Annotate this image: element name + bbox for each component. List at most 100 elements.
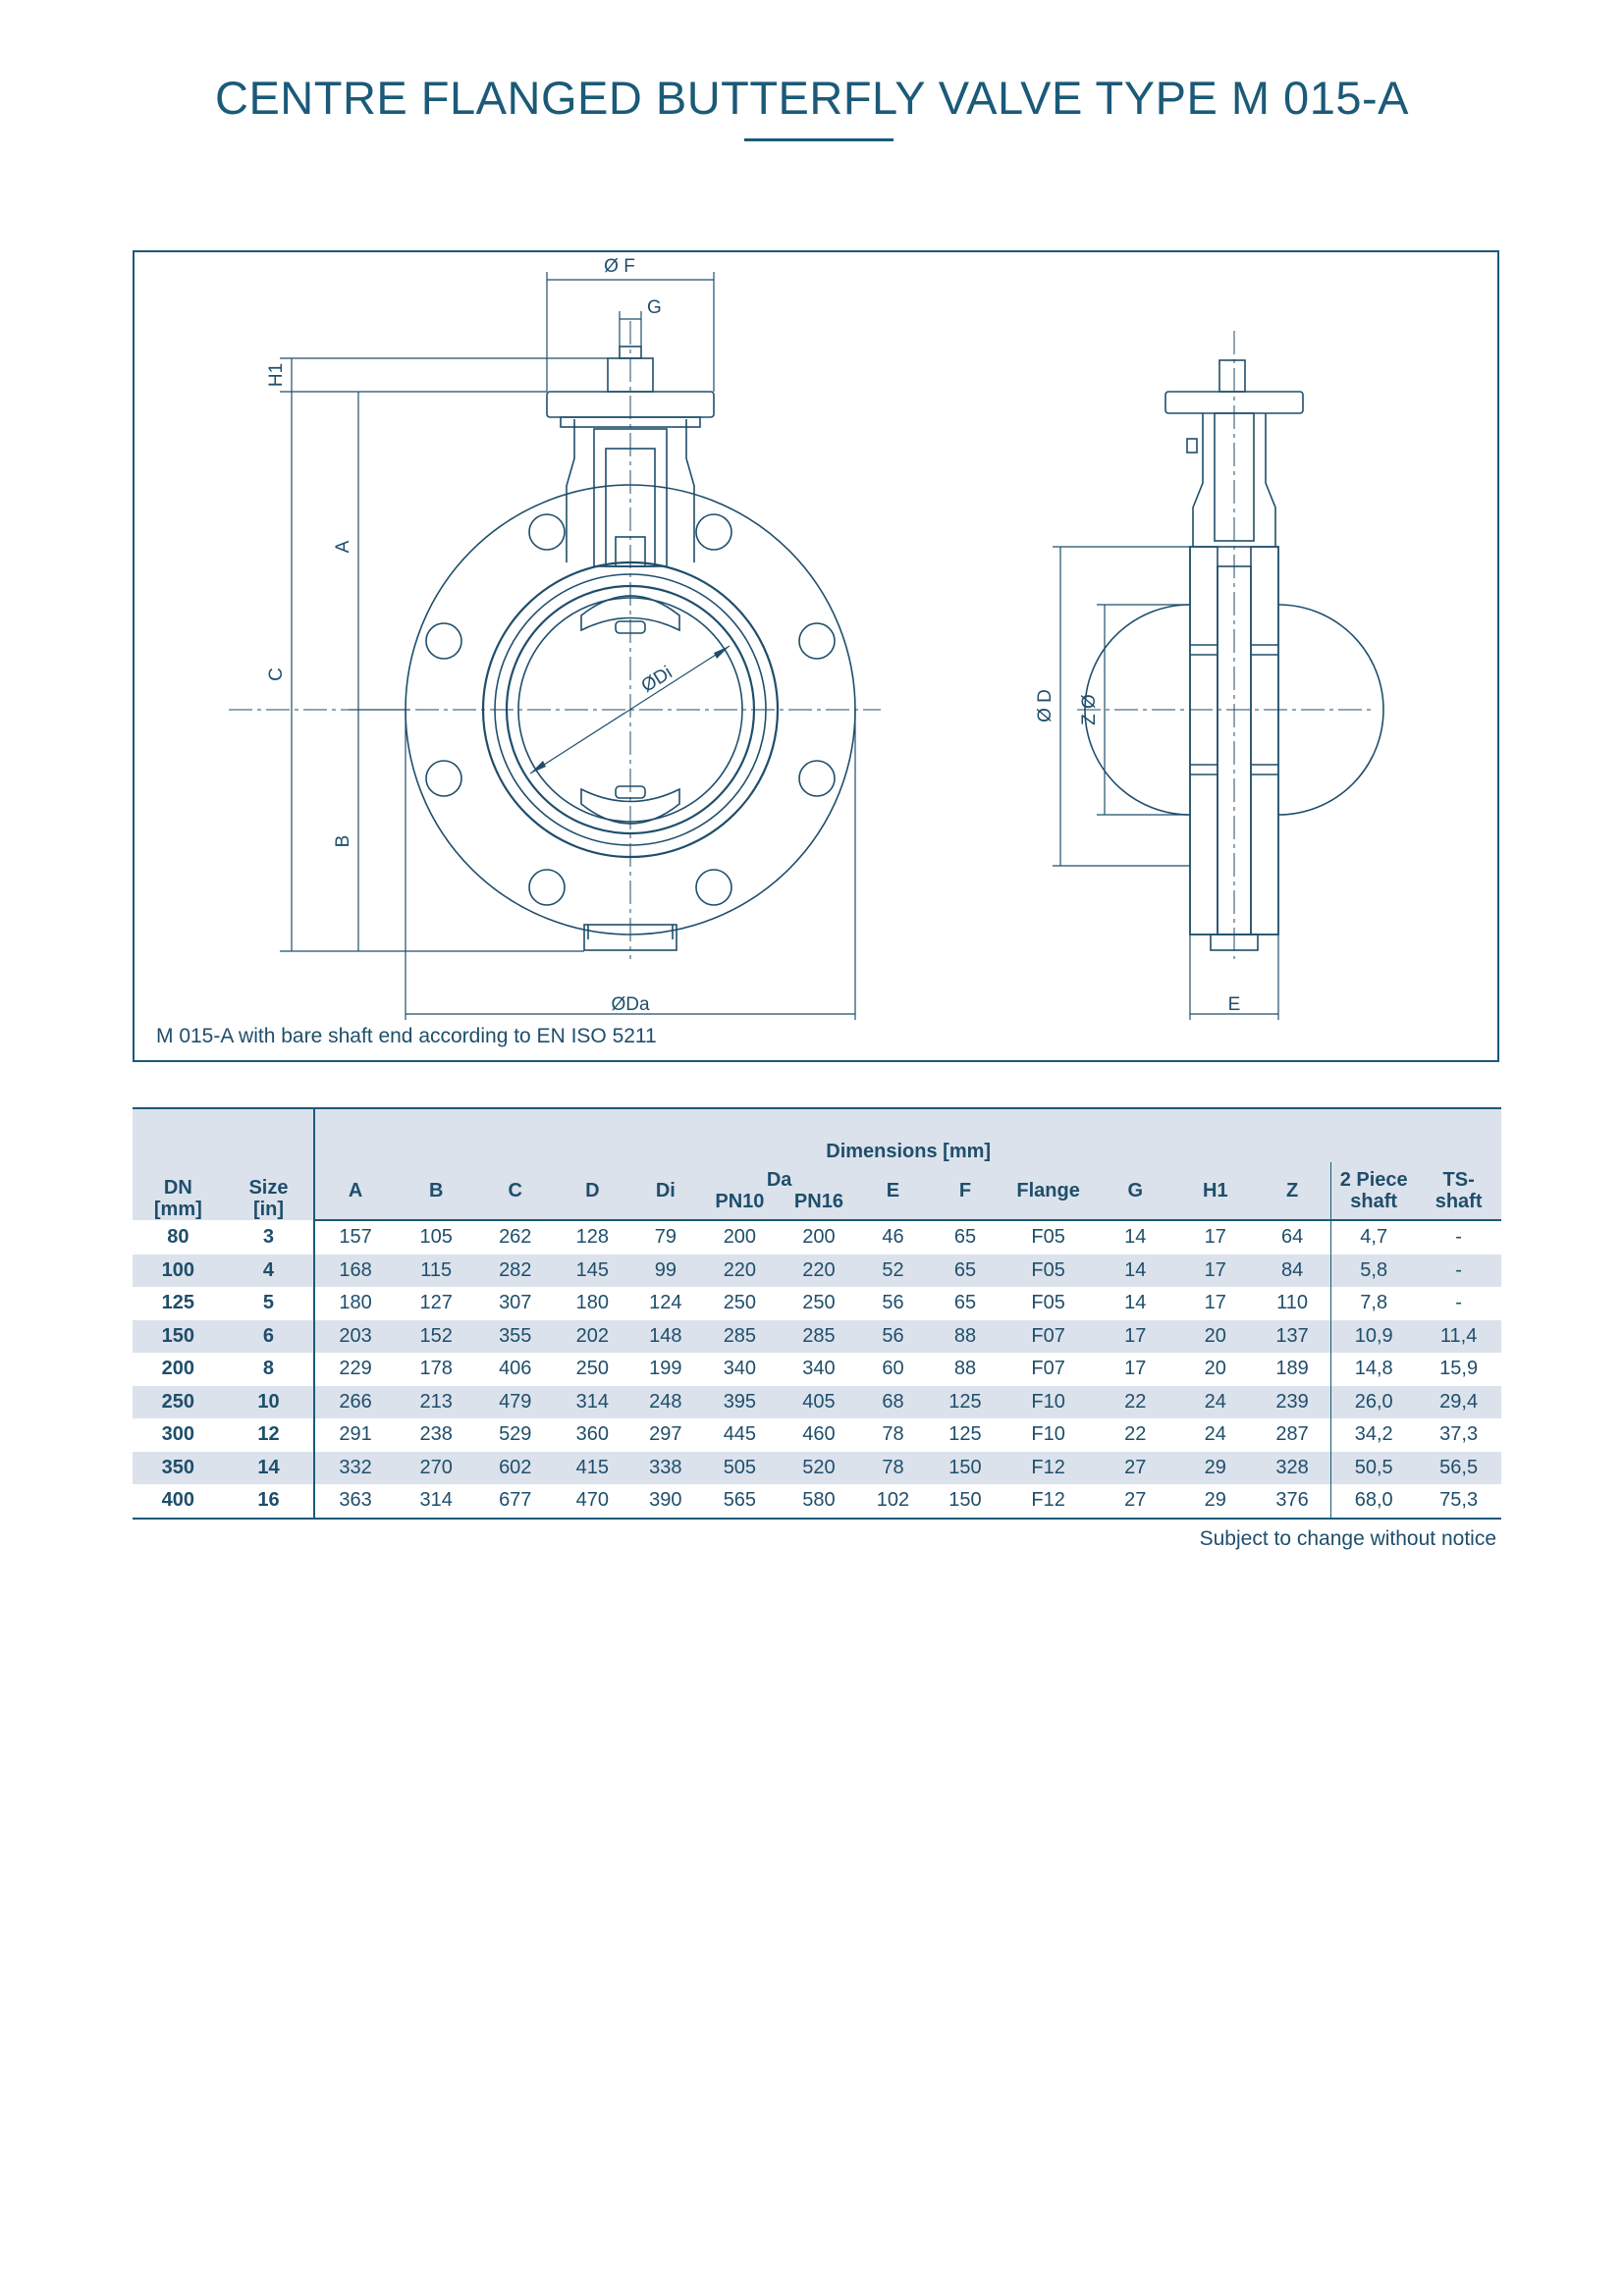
- table-cell: 602: [476, 1451, 555, 1484]
- page-title: CENTRE FLANGED BUTTERFLY VALVE TYPE M 01…: [215, 72, 1409, 124]
- table-cell: 180: [575, 1292, 609, 1314]
- header-dimensions-group: Dimensions [mm]: [313, 1108, 1501, 1162]
- table-cell: 470: [575, 1489, 609, 1512]
- table-cell: 12: [257, 1423, 280, 1446]
- table-cell: 115: [395, 1254, 477, 1287]
- table-cell: F12: [1031, 1489, 1065, 1512]
- table-cell: 78: [858, 1451, 928, 1484]
- label-F: Ø F: [604, 256, 635, 277]
- header-ts: TS-shaft: [1416, 1162, 1501, 1221]
- header-di: Di: [630, 1162, 701, 1221]
- table-cell: F05: [1031, 1226, 1065, 1249]
- table-cell: 56: [882, 1292, 904, 1314]
- side-view: [1077, 331, 1384, 959]
- table-cell: 20: [1176, 1319, 1255, 1353]
- table-cell: F07: [1031, 1358, 1065, 1380]
- table-cell: 99: [630, 1254, 701, 1287]
- header-pn10: PN10: [715, 1191, 765, 1212]
- table-cell: 355: [476, 1319, 555, 1353]
- valve-drawing-svg: Ø F G H1 A C B ØDi ØDa Ø D Z Ø E: [229, 256, 1384, 1020]
- table-cell: 150: [927, 1451, 1003, 1484]
- table-cell: 300: [161, 1423, 195, 1446]
- table-cell: 65: [927, 1254, 1003, 1287]
- table-cell: 17: [1204, 1226, 1226, 1249]
- table-cell: 250: [802, 1292, 836, 1314]
- table-cell: 88: [927, 1319, 1003, 1353]
- table-cell: 405: [779, 1385, 859, 1418]
- table-cell: 15,9: [1439, 1358, 1479, 1380]
- table-cell: 202: [554, 1319, 631, 1353]
- header-f: F: [927, 1162, 1003, 1221]
- table-cell: 27: [1124, 1489, 1147, 1512]
- table-cell: 125: [927, 1385, 1003, 1418]
- table-cell: 60: [882, 1358, 904, 1380]
- header-e: E: [858, 1162, 928, 1221]
- table-cell: 14: [1124, 1226, 1147, 1249]
- table-cell: 505: [700, 1451, 780, 1484]
- table-cell: -: [1455, 1226, 1462, 1249]
- table-cell: 80: [167, 1225, 189, 1248]
- table-cell: 34,2: [1330, 1418, 1417, 1452]
- table-cell: 3: [262, 1225, 275, 1248]
- table-cell: 14,8: [1330, 1353, 1417, 1386]
- table-cell: 363: [313, 1484, 396, 1519]
- header-size: Size[in]: [223, 1108, 315, 1220]
- table-cell: 124: [649, 1292, 682, 1314]
- table-cell: 14: [1093, 1254, 1177, 1287]
- table-cell: 7,8: [1330, 1287, 1417, 1320]
- table-cell: -: [1416, 1254, 1501, 1287]
- table-cell: 376: [1275, 1489, 1309, 1512]
- table-cell: 145: [554, 1254, 631, 1287]
- table-cell: F05: [1031, 1292, 1065, 1314]
- table-cell: 415: [554, 1451, 631, 1484]
- header-h1: H1: [1176, 1162, 1255, 1221]
- table-cell: 17: [1124, 1358, 1147, 1380]
- table-cell: 88: [953, 1358, 977, 1380]
- table-cell: 22: [1124, 1423, 1147, 1446]
- table-cell: 250: [133, 1385, 224, 1418]
- table-cell: 406: [499, 1358, 532, 1380]
- table-cell: 150: [948, 1489, 982, 1512]
- header-g: G: [1093, 1162, 1177, 1221]
- table-cell: 203: [313, 1319, 396, 1353]
- table-cell: F10: [1031, 1423, 1065, 1446]
- table-cell: 180: [313, 1287, 396, 1320]
- table-cell: 213: [395, 1385, 477, 1418]
- header-c: C: [476, 1162, 555, 1221]
- label-B: B: [333, 835, 353, 848]
- table-cell: 127: [419, 1292, 453, 1314]
- table-cell: 229: [313, 1353, 396, 1386]
- table-cell: 105: [419, 1226, 453, 1249]
- table-cell: 328: [1254, 1451, 1331, 1484]
- table-cell: 148: [630, 1319, 701, 1353]
- header-flange: Flange: [1002, 1162, 1094, 1221]
- table-cell: 5,8: [1330, 1254, 1417, 1287]
- table-cell: 350: [133, 1451, 224, 1484]
- table-cell: 239: [1254, 1385, 1331, 1418]
- label-D: Ø D: [1035, 689, 1056, 722]
- table-cell: 248: [630, 1385, 701, 1418]
- table-cell: F07: [1002, 1319, 1094, 1353]
- label-E: E: [1228, 994, 1241, 1015]
- table-cell: 270: [395, 1451, 477, 1484]
- table-cell: 50,5: [1330, 1451, 1417, 1484]
- table-cell: 395: [700, 1385, 780, 1418]
- table-cell: 37,3: [1439, 1423, 1479, 1446]
- table-cell: 11,4: [1416, 1319, 1501, 1353]
- table-cell: 152: [395, 1319, 477, 1353]
- table-cell: 20: [1204, 1358, 1226, 1380]
- table-cell: 4: [223, 1254, 315, 1287]
- table-cell: 4,7: [1330, 1220, 1417, 1255]
- table-cell: 677: [499, 1489, 532, 1512]
- table-cell: 65: [953, 1292, 977, 1314]
- table-cell: 110: [1276, 1292, 1309, 1314]
- table-cell: 580: [802, 1489, 836, 1512]
- table-cell: 75,3: [1439, 1489, 1479, 1512]
- table-cell: 68,0: [1330, 1484, 1417, 1519]
- table-cell: 5: [262, 1292, 275, 1314]
- table-cell: 27: [1093, 1451, 1177, 1484]
